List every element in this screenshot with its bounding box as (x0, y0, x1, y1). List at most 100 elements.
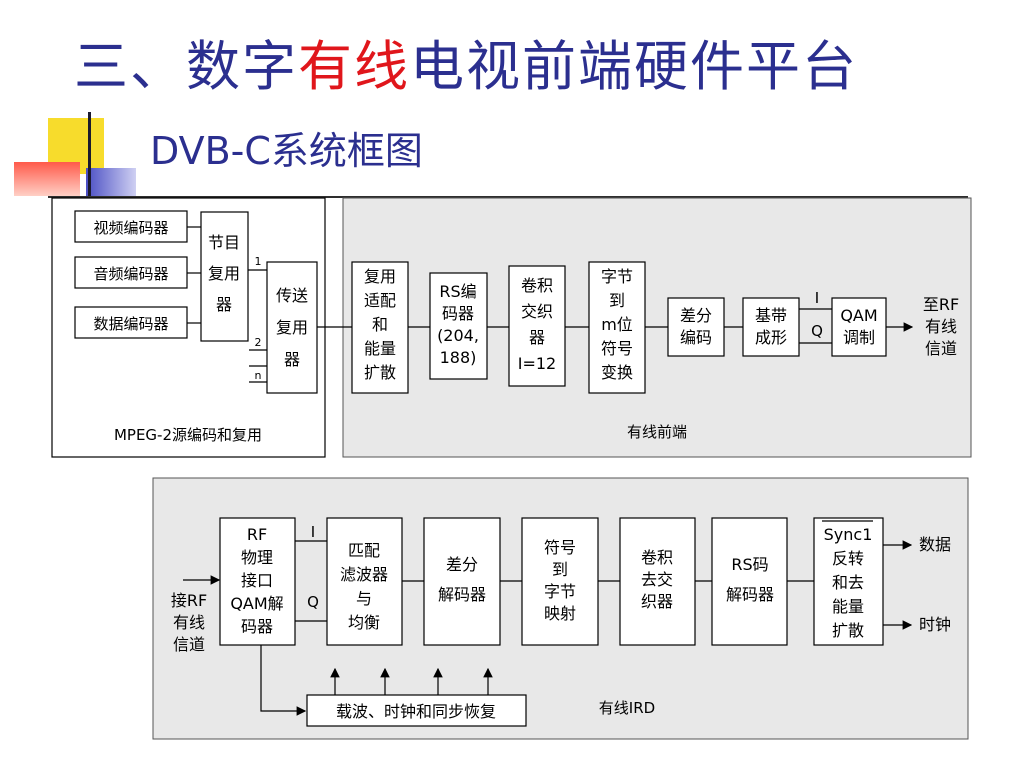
mux-adapt-label-line: 和 (372, 315, 388, 334)
rf-interface-label-line: 码器 (241, 617, 273, 636)
conv-interleaver-label-line: I=12 (518, 354, 556, 373)
byte-map-label-line: 变换 (601, 363, 633, 382)
symbol-byte-label-line: 映射 (544, 604, 576, 623)
rs-encoder-label-line: 188) (440, 348, 477, 367)
baseband-box (742, 297, 800, 357)
match-filter-box (326, 517, 403, 646)
diff-decoder-label-line: 解码器 (438, 585, 486, 604)
conv-interleaver-label-line: 交织 (521, 302, 553, 321)
bottom-i-label: I (311, 523, 315, 541)
rs-encoder-label-line: (204, (437, 326, 479, 345)
program-mux-label-line: 器 (216, 295, 232, 314)
frontend-caption: 有线前端 (627, 423, 687, 441)
symbol-byte-label-line: 到 (552, 560, 568, 579)
mux-adapt-label-line: 适配 (364, 291, 396, 310)
to-rf-label-line: 信道 (925, 339, 957, 358)
program-mux-label-line: 节目 (208, 233, 240, 252)
top-q-label: Q (811, 322, 823, 340)
mux-adapt-box (351, 261, 409, 394)
diff-encoder-label-line: 编码 (680, 328, 712, 347)
conv-interleaver-label-line: 卷积 (521, 276, 553, 295)
byte-map-label-line: m位 (601, 315, 633, 334)
deinterleaver-label-line: 卷积 (641, 548, 673, 567)
top-i-label: I (815, 289, 819, 307)
mux-adapt-label-line: 能量 (364, 339, 396, 358)
match-filter-label-line: 匹配 (348, 541, 380, 560)
baseband-label-line: 基带 (755, 306, 787, 325)
rf-interface-label-line: 物理 (241, 548, 273, 567)
qam-modulator-label-line: QAM (840, 306, 877, 325)
rs-encoder-box (429, 272, 488, 380)
recovery-label: 载波、时钟和同步恢复 (336, 702, 496, 721)
ird-caption: 有线IRD (599, 699, 655, 717)
from-rf-label-line: 信道 (173, 635, 205, 654)
rf-interface-label-line: RF (247, 525, 267, 544)
sync-inverse-label-line: Sync1 (824, 525, 873, 544)
deco-blue-gradient (86, 168, 136, 196)
diagram-subtitle: DVB-C系统框图 (150, 129, 423, 173)
to-rf-label-line: 有线 (925, 317, 957, 336)
deinterleaver-label-line: 织器 (641, 592, 673, 611)
channel-2-label: 2 (255, 336, 262, 349)
deinterleaver-label-line: 去交 (641, 570, 673, 589)
rs-decoder-label-line: RS码 (731, 555, 768, 574)
transport-mux-label-line: 传送 (276, 286, 308, 305)
rs-decoder-box (711, 517, 788, 646)
byte-map-label-line: 字节 (601, 267, 633, 286)
clock-out-label: 时钟 (919, 615, 951, 634)
rf-interface-label-line: QAM解 (230, 594, 283, 613)
diff-encoder-label-line: 差分 (680, 306, 712, 325)
channel-n-label: n (255, 369, 262, 382)
deco-horizontal-line (48, 196, 968, 198)
match-filter-label-line: 与 (356, 589, 372, 608)
match-filter-label-line: 均衡 (348, 613, 380, 632)
conv-interleaver-label-line: 器 (529, 328, 545, 347)
sync-inverse-label-line: 能量 (832, 597, 864, 616)
sync-inverse-label-line: 扩散 (832, 621, 864, 640)
mux-adapt-label-line: 复用 (364, 267, 396, 286)
bottom-q-label: Q (307, 593, 319, 611)
from-rf-label-line: 接RF (171, 591, 207, 610)
page-title: 三、数字有线电视前端硬件平台 (74, 35, 858, 98)
to-rf-label-line: 至RF (923, 295, 959, 314)
deco-vertical-line (88, 112, 91, 204)
symbol-byte-box (521, 517, 599, 646)
from-rf-label-line: 有线 (173, 613, 205, 632)
sync-inverse-label-line: 和去 (832, 573, 864, 592)
symbol-byte-label-line: 符号 (544, 538, 576, 557)
baseband-label-line: 成形 (755, 328, 787, 347)
program-mux-box (200, 211, 249, 342)
diff-decoder-label-line: 差分 (446, 555, 478, 574)
channel-1-label: 1 (255, 255, 262, 268)
deco-red-gradient (14, 162, 80, 196)
program-mux-label-line: 复用 (208, 264, 240, 283)
rf-interface-label-line: 接口 (241, 571, 273, 590)
transport-mux-label-line: 器 (284, 350, 300, 369)
video-encoder-label: 视频编码器 (93, 219, 168, 237)
transport-mux-label-line: 复用 (276, 318, 308, 337)
audio-encoder-box (74, 256, 188, 289)
recovery-box (306, 694, 527, 727)
rf-to-recovery (260, 645, 307, 716)
rf-interface-box (219, 517, 296, 646)
qam-modulator-label-line: 调制 (843, 328, 875, 347)
rs-decoder-label-line: 解码器 (726, 585, 774, 604)
audio-encoder-label: 音频编码器 (93, 265, 168, 283)
sync-inverse-box (813, 517, 884, 646)
sync-inverse-label-line: 反转 (832, 549, 864, 568)
data-encoder-label: 数据编码器 (93, 315, 168, 333)
diff-decoder-box (423, 517, 501, 646)
match-filter-label-line: 滤波器 (340, 565, 388, 584)
transport-mux-box (266, 261, 318, 394)
video-encoder-box (74, 210, 188, 243)
byte-map-label-line: 到 (609, 291, 625, 310)
conv-interleaver-box (508, 265, 566, 387)
qam-modulator-box (831, 297, 887, 357)
data-out-label: 数据 (919, 535, 951, 554)
symbol-byte-label-line: 字节 (544, 582, 576, 601)
mpeg-caption: MPEG-2源编码和复用 (114, 426, 262, 444)
mux-adapt-label-line: 扩散 (364, 363, 396, 382)
rs-encoder-label-line: 码器 (442, 304, 474, 323)
byte-map-label-line: 符号 (601, 339, 633, 358)
